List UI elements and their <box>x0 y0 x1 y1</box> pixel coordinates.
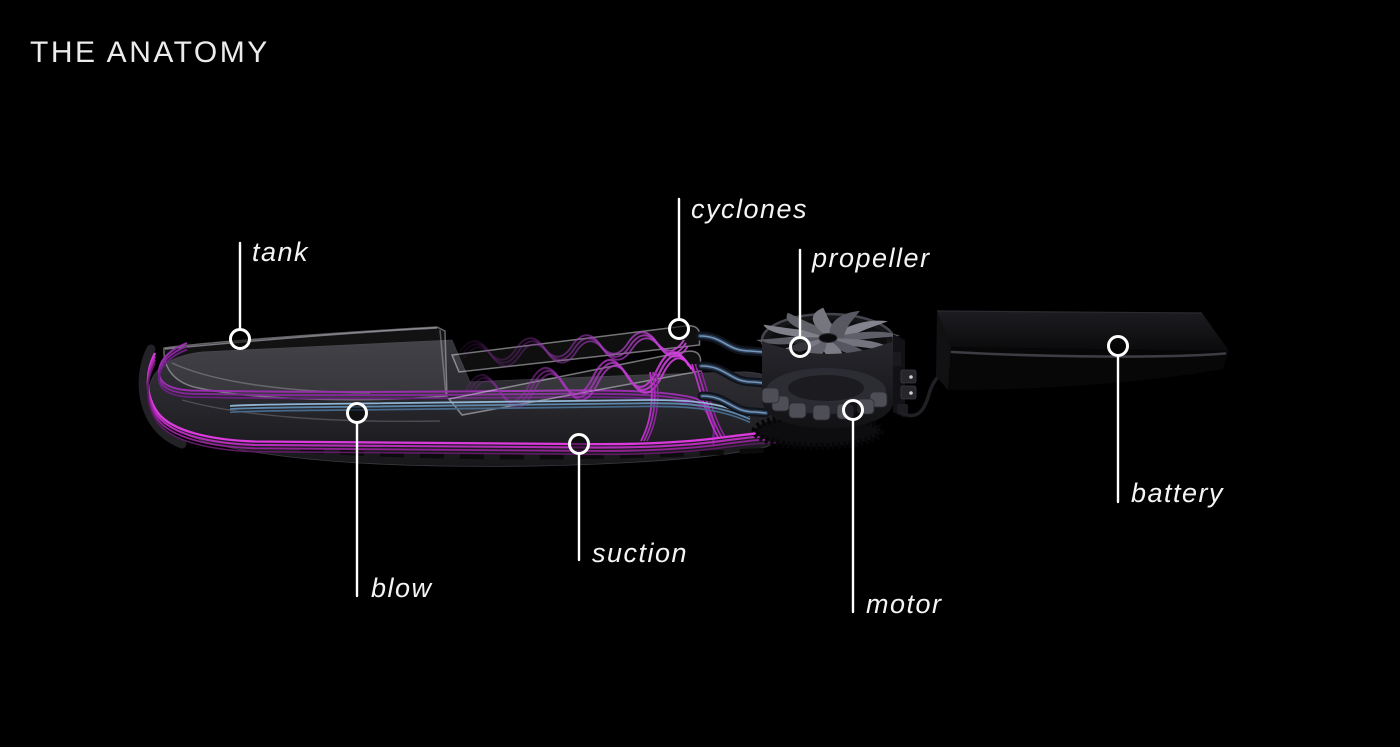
page-title: THE ANATOMY <box>30 36 270 69</box>
stator-ring-core <box>788 375 864 401</box>
callout-tank: tank <box>229 237 309 350</box>
callout-propeller: propeller <box>789 243 931 358</box>
callout-battery: battery <box>1107 335 1224 508</box>
cyclones-marker-dot <box>668 318 690 340</box>
propeller-marker-dot <box>789 336 811 358</box>
fan-hub <box>818 333 838 343</box>
blow-marker-dot <box>346 402 368 424</box>
callout-cyclones: cyclones <box>668 194 808 340</box>
power-cable <box>900 372 943 418</box>
battery-label: battery <box>1131 478 1224 508</box>
battery-top-face <box>937 311 1229 351</box>
device-render <box>138 307 1229 467</box>
battery-edge-highlight <box>950 350 1227 358</box>
connector-pin-dot <box>909 391 913 395</box>
motor-marker-dot <box>842 399 864 421</box>
cyclones-label: cyclones <box>691 194 808 224</box>
battery-front-face <box>948 347 1229 390</box>
tank-marker-dot <box>229 328 251 350</box>
tank-label: tank <box>252 237 309 267</box>
suction-marker-dot <box>568 433 590 455</box>
battery-marker-dot <box>1107 335 1129 357</box>
battery-top-edge <box>936 310 1203 314</box>
battery-block <box>936 310 1229 390</box>
propeller-label: propeller <box>811 243 931 273</box>
motor-assembly <box>751 307 905 450</box>
connector-pin-dot <box>909 375 913 379</box>
blow-label: blow <box>371 573 433 603</box>
motor-label: motor <box>866 589 943 619</box>
power-connectors <box>893 352 943 418</box>
battery-left-face <box>936 311 951 390</box>
callout-blow: blow <box>346 402 433 603</box>
callout-suction: suction <box>568 433 688 568</box>
suction-label: suction <box>592 538 688 568</box>
callouts: tank cyclones propeller blow suction mot… <box>229 194 1224 619</box>
callout-motor: motor <box>842 399 943 619</box>
nose-shell <box>138 344 187 449</box>
